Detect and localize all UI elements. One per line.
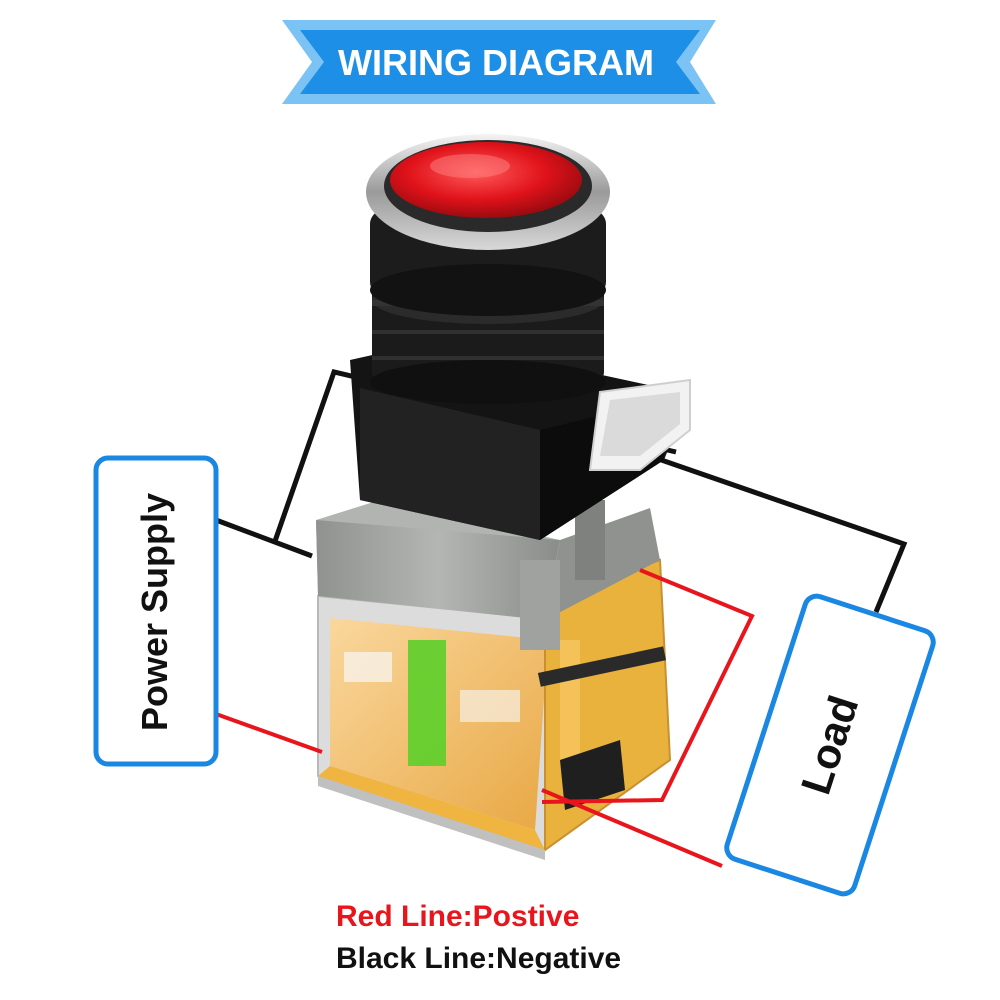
title-text: WIRING DIAGRAM [338,42,654,83]
contact-block [317,558,672,860]
power-supply-box [93,455,219,767]
gray-housing [316,500,660,650]
legend-black-line: Black Line:Negative [336,942,622,975]
title-banner: WIRING DIAGRAM [282,20,716,104]
black-base [350,340,691,540]
legend-red-line: Red Line:Postive [336,900,580,933]
red-wire [215,568,755,868]
power-supply-label: Power Supply [134,492,175,732]
button-cap [366,134,610,316]
load-box [724,593,936,897]
push-button-switch [316,134,691,860]
